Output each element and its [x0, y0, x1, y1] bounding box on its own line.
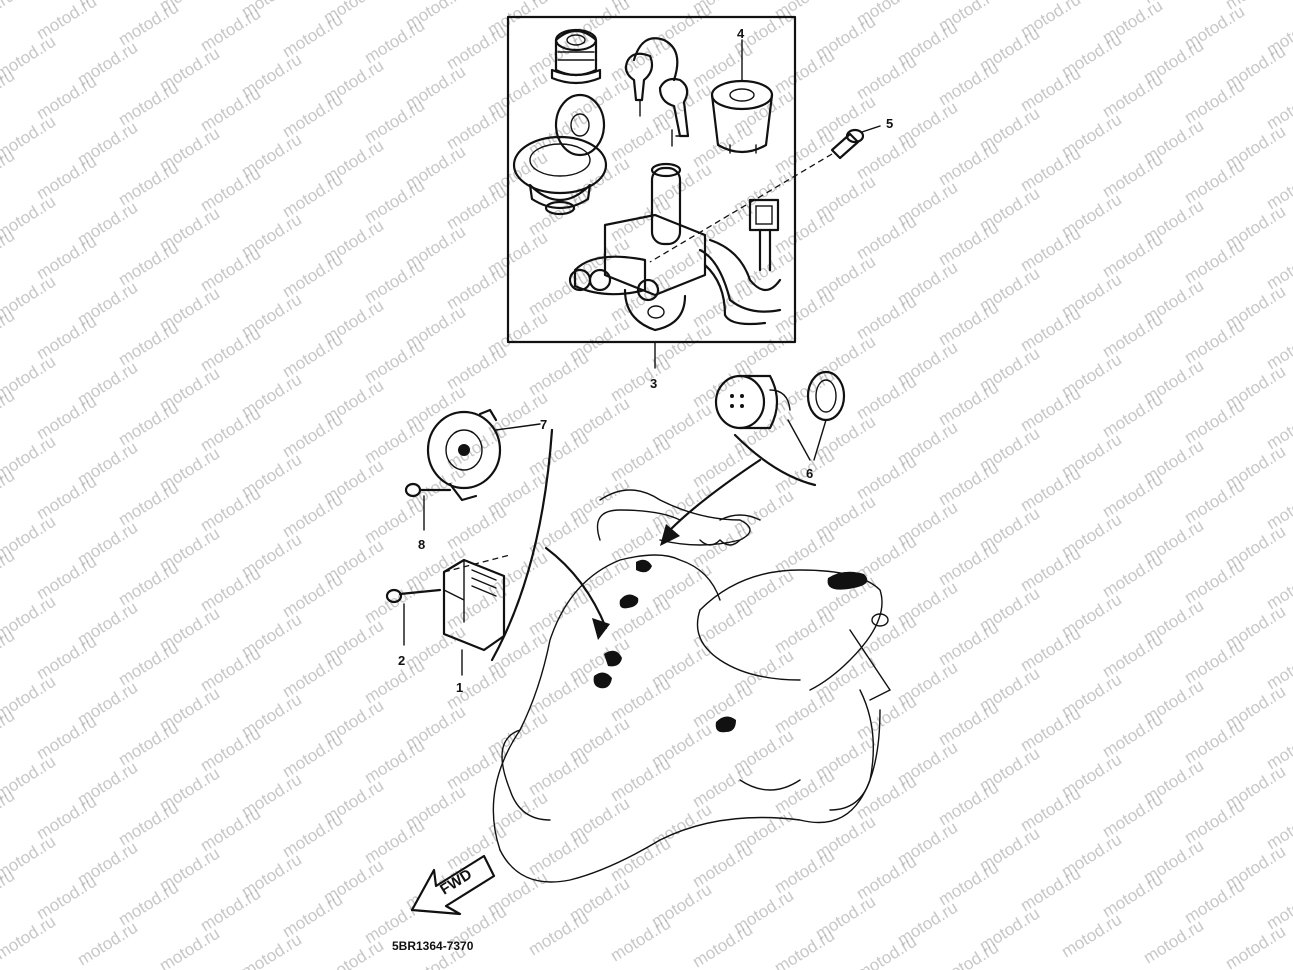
seat-lock-cylinder: [550, 28, 602, 85]
watermark-text: motod.ru: [935, 938, 1002, 970]
key-set: [624, 37, 690, 147]
watermark-text: motod.ru: [1058, 910, 1125, 962]
curve-left: [490, 428, 554, 662]
diagram-code: 5BR1364-7370: [392, 939, 474, 953]
callout-7: 7: [540, 417, 547, 432]
main-switch-body: [568, 162, 782, 332]
part-7-horn: [426, 408, 541, 502]
watermark-text: motod.ru: [320, 936, 387, 970]
callout-1: 1: [456, 680, 463, 695]
curve-right: [733, 433, 817, 487]
watermark-text: motod.ru: [1222, 922, 1289, 970]
watermark-text: motod.ru: [0, 912, 59, 964]
callout-4: 4: [737, 26, 745, 41]
callout-3: 3: [650, 376, 657, 391]
scooter-outline: [492, 489, 892, 883]
watermark-text: motod.ru: [689, 920, 756, 970]
main-switch-kit-box: [506, 15, 797, 344]
part-4-cover: [710, 39, 774, 154]
callout-5: 5: [886, 116, 893, 131]
watermark-text: motod.ru: [74, 918, 141, 970]
watermark-text: motod.ru: [156, 924, 223, 970]
callout-6: 6: [806, 466, 813, 481]
watermark-text: motod.ru: [525, 908, 592, 960]
part-8-bolt: [404, 482, 452, 531]
watermark-text: motod.ru: [1140, 916, 1207, 968]
arrow-to-steering: [668, 458, 762, 532]
part-2-screw: [385, 588, 442, 646]
watermark-text: motod.ru: [771, 926, 838, 970]
fuel-lid-lock: [512, 93, 608, 216]
part-6-relay: [714, 370, 846, 461]
watermark-text: motod.ru: [238, 930, 305, 970]
arrow-to-frame: [544, 546, 608, 630]
watermark-text: motod.ru: [607, 914, 674, 966]
watermark-text: motod.ru: [0, 0, 18, 37]
part-5-screw: [649, 125, 881, 263]
callout-2: 2: [398, 653, 405, 668]
callout-8: 8: [418, 537, 425, 552]
watermark-text: motod.ru: [853, 932, 920, 970]
